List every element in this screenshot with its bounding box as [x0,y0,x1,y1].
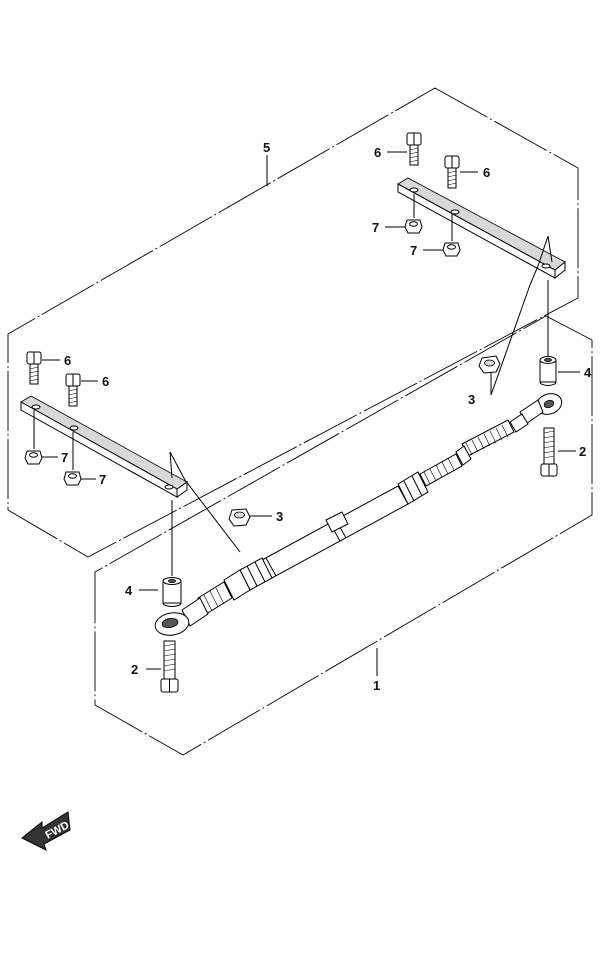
group-box-5 [7,87,579,558]
callout-6-left-a: 6 [64,353,71,368]
callout-6-left-b: 6 [102,374,109,389]
tie-rod-sleeve-left [223,557,273,601]
nut-7-left-a [24,450,43,465]
tie-rod-thread-right [455,419,515,466]
tie-rod-eye-left [154,597,209,636]
callout-1: 1 [373,678,380,693]
callout-6-right-a: 6 [374,145,381,160]
nut-3-center [228,508,251,527]
callout-3-center: 3 [276,509,283,524]
callout-7-right-a: 7 [372,220,379,235]
tie-rod [154,393,563,636]
tie-rod-tube [261,485,409,579]
nut-7-right-a [404,219,423,234]
tie-rod-thread-middle [419,453,463,487]
bolt-2-right [540,427,558,477]
bracket-plate-right [397,177,566,280]
callout-2-left: 2 [131,662,138,677]
group-box-1 [94,315,593,756]
callout-4-right: 4 [584,365,592,380]
bolt-6-right-a [406,132,422,166]
callout-2-right: 2 [579,444,586,459]
fwd-arrow-icon: FWD [21,811,72,851]
callout-7-left-a: 7 [61,450,68,465]
collar-4-right [539,356,557,386]
nut-3-right [478,355,501,374]
tie-rod-eye-right [509,393,563,433]
callout-4-left: 4 [125,583,133,598]
fwd-label: FWD [44,819,72,841]
nut-7-left-b [63,471,82,486]
assembly-lines [33,151,580,676]
callout-6-right-b: 6 [483,165,490,180]
callout-3-right: 3 [468,392,475,407]
nut-7-right-b [442,242,461,257]
bolt-6-left-b [65,373,81,407]
callout-7-right-b: 7 [410,243,417,258]
bolt-6-right-b [444,155,460,189]
bolt-6-left-a [26,351,42,385]
callout-5: 5 [263,140,270,155]
callout-7-left-b: 7 [99,472,106,487]
collar-4-left [162,577,182,607]
bolt-2-left [160,640,179,693]
